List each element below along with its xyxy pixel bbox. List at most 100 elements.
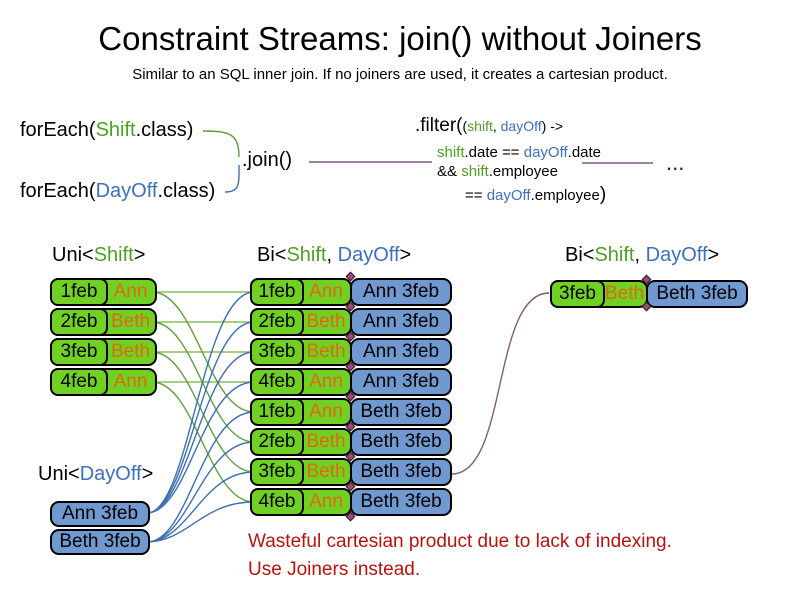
filter-line4: == dayOff.employee)	[465, 184, 606, 206]
uni-shift-token: Shift	[93, 244, 134, 266]
employee-cell: Beth	[110, 311, 151, 332]
uni-dayoff-token: DayOff	[79, 463, 142, 485]
date-cell: 4feb	[50, 368, 108, 396]
bi-row: 1feb Ann Ann 3feb	[250, 278, 452, 306]
bi-row: 4feb Ann Beth 3feb	[250, 488, 452, 516]
bi-comma: ,	[326, 244, 338, 266]
filter-line1: .filter((shift, dayOff) ->	[415, 115, 563, 137]
shift-pill: 1feb Ann	[50, 278, 157, 306]
filter-l4-end: .employee	[530, 187, 600, 204]
shift-pill: 3feb Beth	[50, 338, 157, 366]
date-cell: 1feb	[50, 278, 108, 306]
date-cell: 2feb	[50, 308, 108, 336]
bi-post: >	[707, 244, 720, 266]
date-cell: 1feb	[250, 278, 304, 306]
shift-row: 2feb Beth	[50, 308, 157, 336]
dayoff-cell: Ann 3feb	[362, 341, 440, 362]
date-cell: 3feb	[50, 338, 108, 366]
dayoff-cell: Beth 3feb	[656, 283, 738, 304]
dayoff-cell: Ann 3feb	[362, 371, 440, 392]
filter-l4-dayoff: dayOff	[486, 187, 531, 204]
date-cell: 2feb	[250, 308, 304, 336]
filter-args-close: ) ->	[541, 118, 564, 134]
ellipsis-text: ...	[666, 150, 685, 175]
dayoff-cell: Beth 3feb	[360, 431, 442, 452]
page-title: Constraint Streams: join() without Joine…	[98, 20, 702, 57]
date-cell: 3feb	[250, 458, 304, 486]
foreach-shift-code: forEach(Shift.class)	[20, 119, 193, 142]
filter-l4-eq: ==	[465, 187, 487, 204]
shift-to-join-line	[202, 130, 240, 158]
dayoff-class-token: DayOff	[95, 180, 158, 202]
filter-line2: shift.date == dayOff.date	[437, 144, 601, 161]
result-row: 3feb Beth Beth 3feb	[550, 280, 748, 308]
filter-l3-and: &&	[437, 163, 462, 180]
dayoff-pill: Ann 3feb	[50, 501, 150, 527]
bi-dayoff-pill: Ann 3feb	[350, 368, 452, 396]
result-shift-pill: 3feb Beth	[550, 280, 648, 308]
bi-dayoff-pill: Beth 3feb	[350, 488, 452, 516]
dayoff-cell: Beth 3feb	[360, 461, 442, 482]
warning-note-line2: Use Joiners instead.	[248, 559, 421, 580]
uni-dayoff-pre: Uni<	[38, 463, 80, 485]
filter-line3: && shift.employee	[437, 163, 558, 180]
date-cell: 1feb	[250, 398, 304, 426]
beth-dayoff-to-bi8-line	[147, 501, 255, 543]
bi-post: >	[399, 244, 412, 266]
bi-pre: Bi<	[257, 244, 287, 266]
warning-note: Wasteful cartesian product due to lack o…	[248, 528, 672, 584]
join-code: .join()	[242, 149, 293, 171]
filter-code-block: .filter((shift, dayOff) -> shift.date ==…	[415, 115, 675, 215]
date-cell: 2feb	[250, 428, 304, 456]
page-subtitle: Similar to an SQL inner join. If no join…	[132, 66, 668, 83]
filter-arg-dayoff: dayOff	[500, 118, 542, 134]
bi-shift-pill: 1feb Ann	[250, 278, 352, 306]
bi7-to-result-line	[451, 292, 550, 475]
bi-shift-token: Shift	[594, 244, 635, 266]
uni-shift-pre: Uni<	[52, 244, 94, 266]
ann-dayoff-to-bi4-line	[147, 381, 255, 514]
bi-dayoff-pill: Ann 3feb	[350, 338, 452, 366]
dayoff-cell: Beth 3feb	[360, 401, 442, 422]
shift3-to-bi7-line	[151, 351, 255, 473]
bi-comma: ,	[634, 244, 646, 266]
date-cell: 4feb	[250, 368, 304, 396]
bi-shift-pill: 1feb Ann	[250, 398, 352, 426]
employee-cell: Ann	[309, 281, 343, 302]
employee-cell: Beth	[306, 341, 346, 362]
filter-head: .filter(	[415, 115, 463, 136]
bi-shift-token: Shift	[286, 244, 327, 266]
date-cell: 4feb	[250, 488, 304, 516]
shift-pill: 2feb Beth	[50, 308, 157, 336]
column-header-bi-right: Bi<Shift, DayOff>	[565, 244, 719, 267]
ann-dayoff-to-bi2-line	[147, 321, 255, 514]
shift-pill: 4feb Ann	[50, 368, 157, 396]
bi-dayoff-token: DayOff	[337, 244, 400, 266]
employee-cell: Beth	[306, 461, 346, 482]
bi-shift-pill: 4feb Ann	[250, 368, 352, 396]
dayoff-cell: Ann 3feb	[362, 311, 440, 332]
employee-cell: Ann	[309, 491, 343, 512]
dayoff-cell: Ann 3feb	[61, 503, 139, 524]
dayoff-pill: Beth 3feb	[50, 529, 150, 555]
warning-note-line1: Wasteful cartesian product due to lack o…	[248, 531, 672, 552]
bi-row: 3feb Beth Beth 3feb	[250, 458, 452, 486]
shift-row: 1feb Ann	[50, 278, 157, 306]
bi-row: 3feb Beth Ann 3feb	[250, 338, 452, 366]
filter-l2-dayoff: dayOff	[523, 144, 568, 161]
foreach-dayoff-prefix: forEach(	[20, 180, 96, 202]
bi-row: 2feb Beth Ann 3feb	[250, 308, 452, 336]
filter-l2-mid: .date ==	[464, 144, 524, 161]
shift1-to-bi5-line	[151, 291, 255, 413]
filter-l4-close: )	[599, 184, 607, 205]
column-header-uni-dayoff: Uni<DayOff>	[38, 463, 153, 486]
filter-l2-shift: shift	[437, 144, 465, 161]
employee-cell: Ann	[113, 281, 148, 302]
dayoff-row: Beth 3feb	[50, 529, 150, 555]
foreach-dayoff-code: forEach(DayOff.class)	[20, 180, 215, 203]
beth-dayoff-to-bi6-line	[147, 441, 255, 543]
foreach-shift-prefix: forEach(	[20, 119, 96, 141]
bi-dayoff-token: DayOff	[645, 244, 708, 266]
column-header-bi-middle: Bi<Shift, DayOff>	[257, 244, 411, 267]
bi-shift-pill: 2feb Beth	[250, 428, 352, 456]
